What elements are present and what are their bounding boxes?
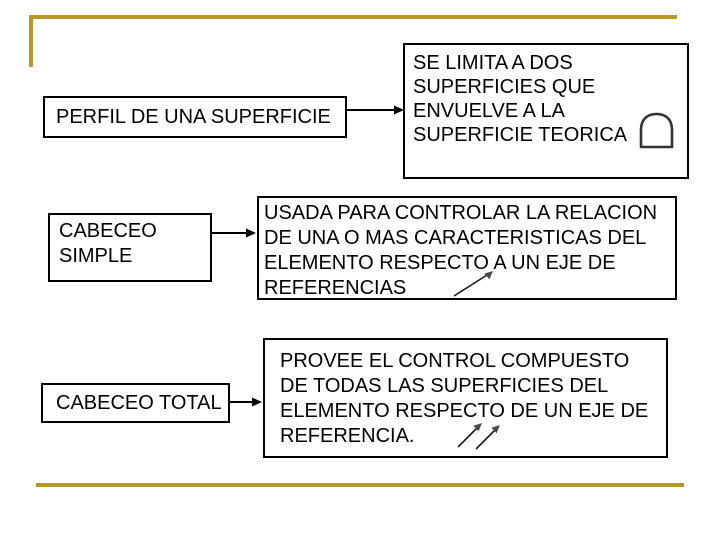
term-box-cabeceo-simple: CABECEO SIMPLE (48, 213, 212, 282)
definition-line: DE UNA O MAS CARACTERISTICAS DEL (264, 227, 647, 249)
definition-line: USADA PARA CONTROLAR LA RELACION (264, 202, 658, 224)
term-label: PERFIL DE UNA SUPERFICIE (56, 105, 331, 128)
left-accent-line (29, 15, 33, 67)
definition-line: PROVEE EL CONTROL COMPUESTO (280, 350, 630, 372)
definition-line: DE TODAS LAS SUPERFICIES DEL (280, 375, 609, 397)
definition-line: SE LIMITA A DOS (413, 52, 573, 74)
term-label: CABECEO TOTAL (56, 391, 222, 414)
definition-line: ENVUELVE A LA (413, 100, 565, 122)
term-box-cabeceo-total: CABECEO TOTAL (41, 383, 230, 423)
definition-box-cabeceo-total: PROVEE EL CONTROL COMPUESTO DE TODAS LAS… (263, 338, 668, 458)
definition-line: REFERENCIAS (264, 277, 407, 299)
term-box-perfil-de-una-superficie: PERFIL DE UNA SUPERFICIE (43, 96, 347, 138)
bottom-accent-line (36, 483, 684, 487)
top-accent-line (29, 15, 677, 19)
connector-arrow (212, 228, 256, 238)
term-label: CABECEO (59, 220, 157, 242)
definition-line: SUPERFICIES QUE (413, 76, 596, 98)
definition-line: ELEMENTO RESPECTO A UN EJE DE (264, 252, 616, 274)
connector-arrow (230, 397, 262, 407)
definition-box-perfil-de-una-superficie: SE LIMITA A DOS SUPERFICIES QUE ENVUELVE… (403, 43, 689, 179)
definition-line: SUPERFICIE TEORICA (413, 124, 628, 146)
definition-line: ELEMENTO RESPECTO DE UN EJE DE (280, 400, 649, 422)
term-label: SIMPLE (59, 245, 133, 267)
definition-box-cabeceo-simple: USADA PARA CONTROLAR LA RELACION DE UNA … (257, 196, 677, 300)
connector-arrow (347, 105, 404, 115)
definition-line: REFERENCIA. (280, 425, 415, 447)
